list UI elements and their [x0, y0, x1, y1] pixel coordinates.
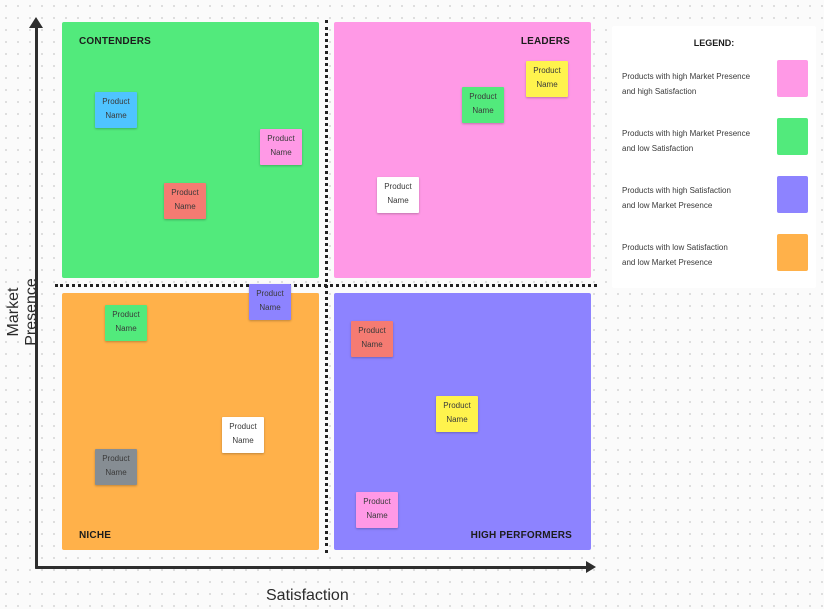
- product-note-line2: Name: [174, 202, 196, 211]
- product-note-line1: Product: [443, 401, 471, 410]
- legend-item-label: Products with low Satisfaction and low Ma…: [622, 240, 772, 270]
- product-note-line2: Name: [105, 111, 127, 120]
- product-note-line1: Product: [229, 422, 257, 431]
- legend-title: LEGEND:: [693, 38, 735, 48]
- legend-item-line1: Products with high Satisfaction: [622, 186, 731, 195]
- product-note-line2: Name: [472, 106, 494, 115]
- product-note-line1: Product: [363, 497, 391, 506]
- legend-item-line1: Products with high Market Presence: [622, 129, 751, 138]
- legend-item-line1: Products with high Market Presence: [622, 72, 751, 81]
- product-note-line1: Product: [384, 182, 412, 191]
- legend-item-label: Products with high Market Presence and hi…: [622, 69, 772, 99]
- x-axis-label: Satisfaction: [266, 587, 349, 604]
- product-note-line1: Product: [469, 92, 497, 101]
- product-note-line1: Product: [102, 97, 130, 106]
- legend-item-line2: and low Satisfaction: [622, 144, 694, 153]
- quadrant-label-niche: NICHE: [79, 530, 112, 541]
- legend-item-label: Products with high Market Presence and lo…: [622, 126, 772, 156]
- product-note-line1: Product: [112, 310, 140, 319]
- quadrant-niche: NICHE: [62, 293, 319, 550]
- y-axis-arrow-icon: [29, 17, 43, 28]
- legend-item-label: Products with high Satisfaction and low M…: [622, 183, 772, 213]
- legend-item-line2: and low Market Presence: [622, 258, 713, 267]
- legend-swatch-leaders: [777, 60, 808, 97]
- legend-panel: LEGEND: Products with high Market Presen…: [612, 26, 816, 288]
- product-note-line2: Name: [105, 468, 127, 477]
- product-note-line2: Name: [387, 196, 409, 205]
- product-note-line2: Name: [536, 80, 558, 89]
- x-axis-line: [35, 566, 590, 569]
- product-note-line1: Product: [171, 188, 199, 197]
- product-note-line1: Product: [256, 289, 284, 298]
- quadrant-label-leaders: LEADERS: [520, 36, 570, 47]
- product-note-line2: Name: [232, 436, 254, 445]
- product-note-line2: Name: [446, 415, 468, 424]
- quadrant-label-contenders: CONTENDERS: [79, 36, 152, 47]
- product-note-line2: Name: [259, 303, 281, 312]
- legend-swatch-high-performers: [777, 176, 808, 213]
- product-note-line2: Name: [270, 148, 292, 157]
- legend-item-line2: and low Market Presence: [622, 201, 713, 210]
- horizontal-divider: [55, 284, 597, 287]
- product-note-line2: Name: [115, 324, 137, 333]
- product-note-line1: Product: [533, 66, 561, 75]
- product-note-line2: Name: [366, 511, 388, 520]
- product-note-line2: Name: [361, 340, 383, 349]
- y-axis-line: [35, 24, 38, 569]
- product-note-line1: Product: [358, 326, 386, 335]
- x-axis-arrow-icon: [586, 561, 596, 573]
- legend-swatch-niche: [777, 234, 808, 271]
- product-note-line1: Product: [267, 134, 295, 143]
- y-axis-label: Market Presence: [5, 278, 40, 346]
- product-note-line1: Product: [102, 454, 130, 463]
- quadrant-label-high-performers: HIGH PERFORMERS: [470, 530, 572, 541]
- legend-swatch-contenders: [777, 118, 808, 155]
- legend-item-line2: and high Satisfaction: [622, 87, 697, 96]
- legend-item-line1: Products with low Satisfaction: [622, 243, 728, 252]
